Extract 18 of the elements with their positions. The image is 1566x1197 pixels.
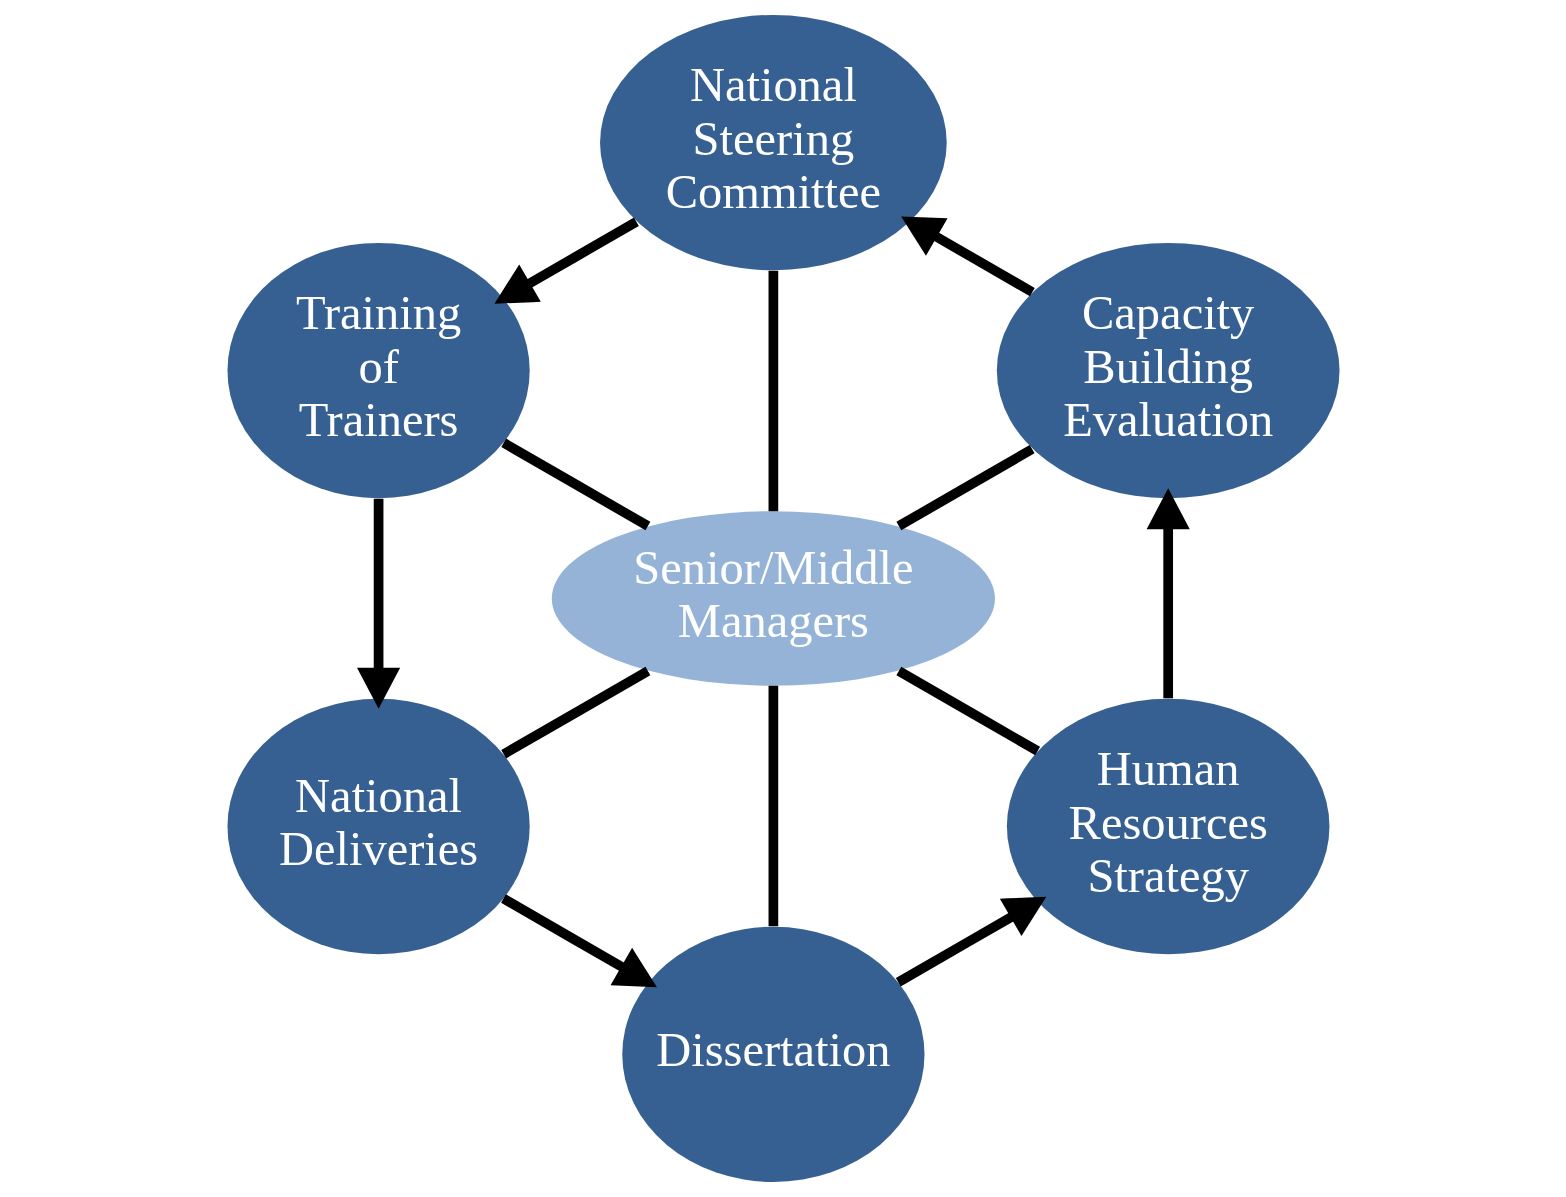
arrow — [356, 498, 400, 709]
node-ellipse: National Deliveries — [226, 698, 530, 955]
connector — [768, 685, 778, 927]
arrow — [493, 217, 639, 304]
connector — [500, 438, 650, 531]
node-ellipse: Senior/Middle Managers — [551, 511, 995, 686]
connector — [768, 270, 778, 512]
arrow — [1146, 488, 1190, 699]
arrow — [895, 896, 1046, 987]
arrow — [900, 216, 1035, 297]
arrow — [500, 894, 657, 988]
node-ellipse: Dissertation — [621, 926, 924, 1183]
connector — [500, 666, 650, 759]
node-ellipse: Human Resources Strategy — [1006, 698, 1329, 955]
connector — [895, 444, 1035, 531]
node-ellipse: Training of Trainers — [226, 242, 530, 499]
node-ellipse: Capacity Building Evaluation — [996, 242, 1340, 499]
connector — [895, 666, 1040, 756]
